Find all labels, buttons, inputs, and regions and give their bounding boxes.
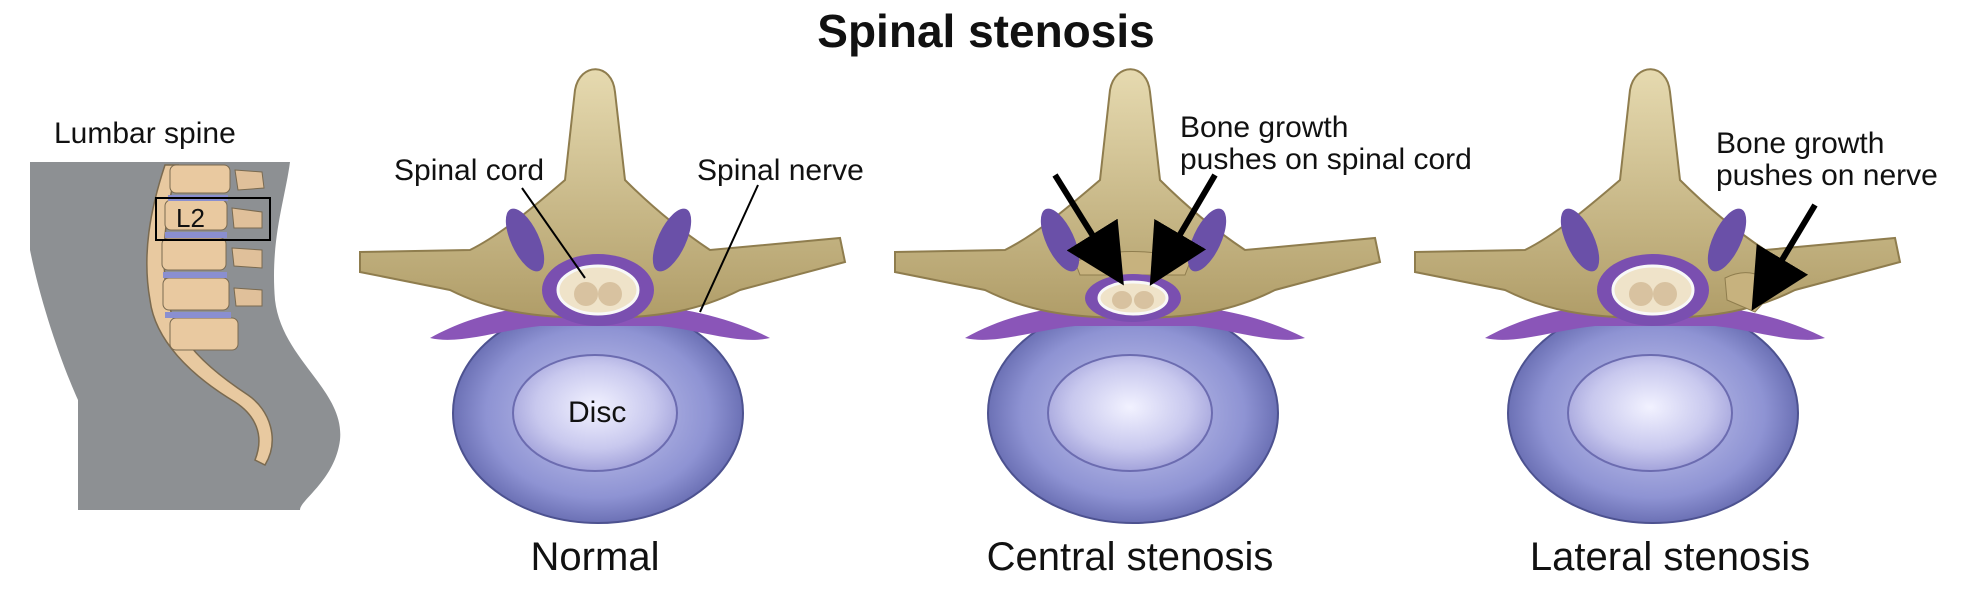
l2-highlight-box (155, 197, 271, 241)
compression-arrow-left (1052, 173, 1124, 286)
caption-central: Central stenosis (986, 535, 1274, 579)
bone-arch (359, 68, 847, 320)
central-note-line1: Bone growth (1180, 111, 1349, 144)
lateral-stenosis-vertebra (1414, 68, 1902, 524)
compression-arrow (1751, 203, 1818, 311)
lateral-note-line1: Bone growth (1716, 127, 1885, 160)
caption-normal: Normal (530, 535, 660, 579)
spinal-cord (556, 264, 640, 316)
disc-core (1567, 354, 1733, 472)
central-note-line2: pushes on spinal cord (1180, 143, 1472, 176)
spinal-nerve-leader (699, 184, 759, 313)
compression-arrow-right (1149, 173, 1218, 286)
disc-label: Disc (568, 396, 627, 429)
page-title: Spinal stenosis (817, 5, 1155, 57)
lateral-note-line2: pushes on nerve (1716, 159, 1938, 192)
spinal-cord (1097, 280, 1169, 316)
l2-label: L2 (176, 203, 205, 233)
disc-core (512, 354, 678, 472)
lumbar-spine-heading: Lumbar spine (54, 117, 236, 150)
spinal-cord-leader (521, 187, 586, 279)
bone-arch (894, 68, 1382, 320)
normal-vertebra (359, 68, 847, 524)
spinal-cord-label: Spinal cord (394, 154, 545, 187)
spinal-nerve-label: Spinal nerve (697, 154, 864, 187)
disc-core (1047, 354, 1213, 472)
caption-lateral: Lateral stenosis (1529, 535, 1811, 579)
lumbar-spine-panel (30, 162, 341, 510)
central-stenosis-vertebra (894, 68, 1382, 524)
spinal-cord (1611, 264, 1695, 316)
